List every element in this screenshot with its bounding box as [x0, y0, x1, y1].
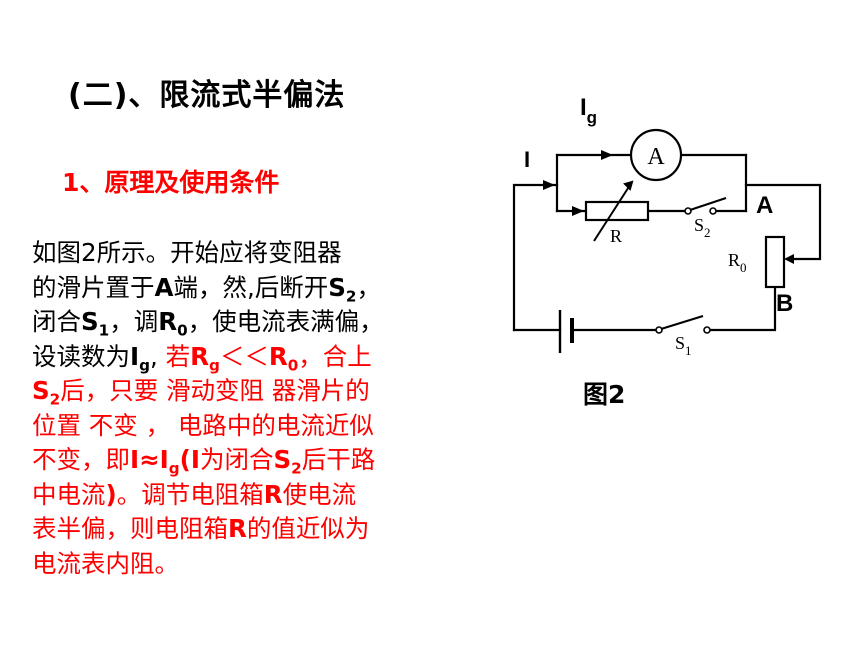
bottom-right-wire — [708, 285, 777, 332]
rheostat-slider-arrow — [784, 254, 794, 264]
circuit-diagram: A R S2 R0 S1 Ig I A B — [512, 94, 822, 358]
node-label-B: B — [776, 290, 793, 317]
resistor-box-R — [584, 200, 650, 222]
right-wire — [744, 183, 822, 261]
node-label-A: A — [756, 192, 773, 219]
switch-label-S2: S2 — [694, 215, 711, 240]
paragraph-line: 电流表内阻。 — [32, 548, 179, 578]
paragraph-line: 的滑片置于A端，然,后断开S2， — [32, 272, 381, 305]
current-arrow-R — [572, 206, 584, 216]
paragraph-line: 不变，即I≈Ig(I为闭合S2后干路 — [32, 445, 376, 478]
section-subtitle: 1、原理及使用条件 — [62, 168, 280, 197]
rheostat-label-R0: R0 — [728, 250, 747, 275]
current-label-Ig: Ig — [580, 94, 597, 127]
paragraph-line: 位置 不变 ， 电路中的电流近似 — [32, 410, 374, 440]
left-outer-wire — [512, 183, 559, 332]
paragraph-line: 如图2所示。开始应将变阻器 — [32, 238, 342, 267]
switch-S1 — [660, 315, 704, 330]
ammeter-label: A — [647, 144, 665, 170]
variable-arrow — [593, 181, 633, 242]
paragraph-line: 闭合S1，调R0，使电流表满偏， — [32, 307, 384, 340]
current-arrow-Ig — [601, 150, 613, 160]
paragraph-line: 表半偏，则电阻箱R的值近似为 — [32, 514, 370, 543]
current-label-I: I — [524, 147, 530, 172]
ammeter-symbol — [629, 128, 683, 182]
explanation-paragraph: 如图2所示。开始应将变阻器 的滑片置于A端，然,后断开S2， 闭合S1，调R0，… — [32, 236, 437, 581]
paragraph-line: S2后，只要 滑动变阻 器滑片的 — [32, 376, 370, 409]
current-arrow-I — [543, 180, 555, 190]
switch-label-S1: S1 — [675, 333, 692, 358]
switch-S2 — [689, 197, 727, 211]
figure-caption: 图2 — [583, 380, 626, 409]
rheostat-R0 — [764, 235, 786, 289]
paragraph-line: 设读数为Ig, 若Rg＜＜R0，合上 — [32, 341, 372, 374]
resistor-label-R: R — [610, 226, 622, 246]
paragraph-line: 中电流)。调节电阻箱R使电流 — [32, 479, 357, 509]
page-title: (二)、限流式半偏法 — [68, 78, 346, 113]
